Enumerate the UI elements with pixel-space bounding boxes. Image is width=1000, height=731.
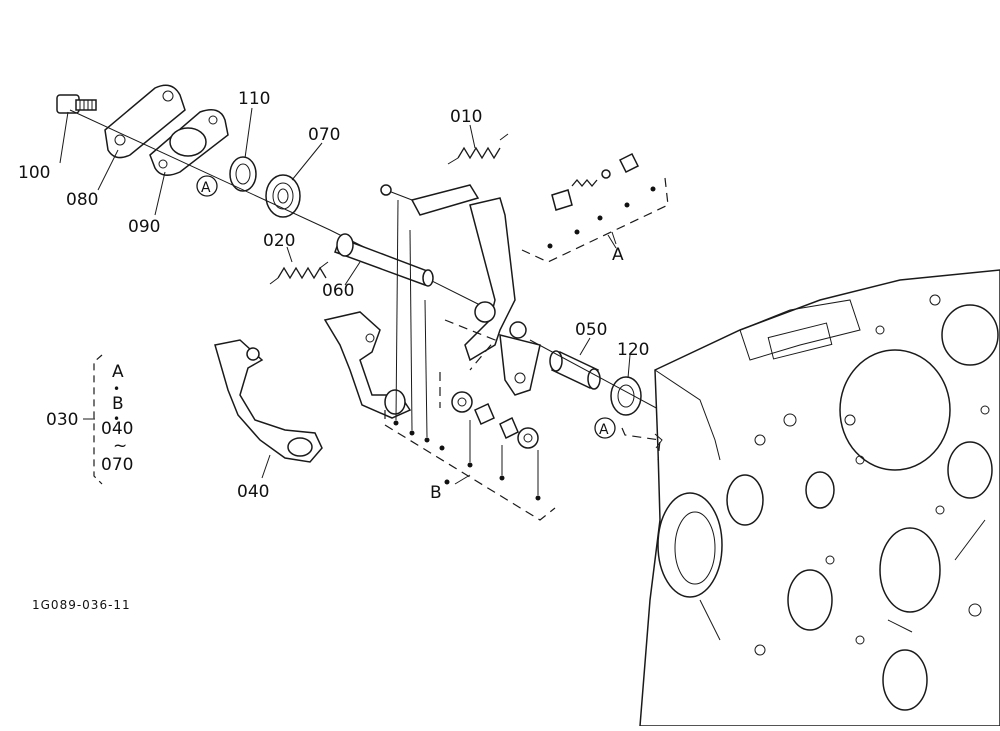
pointer-lines xyxy=(395,199,539,495)
group-line-040: 040 xyxy=(101,419,133,439)
callout-020: 020 xyxy=(263,231,295,251)
group-number: 030 xyxy=(46,410,78,430)
bearing-070 xyxy=(265,174,301,218)
pin-050 xyxy=(549,350,601,390)
callout-090: 090 xyxy=(128,217,160,237)
small-parts-b xyxy=(451,391,539,449)
spring-010 xyxy=(447,133,509,165)
group-tilde: ~ xyxy=(113,436,127,456)
bearing-120 xyxy=(610,376,642,416)
engine-crankcase xyxy=(639,269,1000,727)
callout-100: 100 xyxy=(18,163,50,183)
bolt-100 xyxy=(56,94,97,114)
ref-marker-a-upper: A xyxy=(196,175,218,197)
callout-040: 040 xyxy=(237,482,269,502)
callout-060: 060 xyxy=(322,281,354,301)
gasket-080 xyxy=(104,84,186,159)
bracket-dots xyxy=(393,186,656,501)
ref-letter-a: A xyxy=(612,245,624,265)
assembly-group-030: 030 A • B • 040 ~ 070 xyxy=(46,354,133,485)
callout-110: 110 xyxy=(238,89,270,109)
governor-fork-bracket xyxy=(323,311,412,419)
callout-080: 080 xyxy=(66,190,98,210)
figure-code: 1G089-036-11 xyxy=(32,598,131,612)
bracket-b-lower xyxy=(384,410,556,521)
svg-text:A: A xyxy=(201,180,211,196)
callout-120: 120 xyxy=(617,340,649,360)
group-sep-1: • xyxy=(113,382,120,396)
spring-020 xyxy=(269,261,329,285)
collar-110 xyxy=(229,156,257,192)
adjuster-screw-stack xyxy=(551,152,640,211)
fork-lever-040 xyxy=(214,339,323,463)
governor-lever-upper xyxy=(380,184,541,396)
callout-070: 070 xyxy=(308,125,340,145)
ref-marker-a-lower: A xyxy=(594,417,616,439)
leader-lines xyxy=(59,107,631,485)
plate-090 xyxy=(149,109,229,176)
bracket-a-crankcase xyxy=(621,427,661,461)
ref-letter-b: B xyxy=(430,483,442,503)
group-line-b: B xyxy=(112,394,124,414)
group-sep-2: • xyxy=(113,412,120,426)
svg-text:A: A xyxy=(599,422,609,438)
shaft-060 xyxy=(334,233,434,287)
group-line-a: A xyxy=(112,362,124,382)
group-line-070: 070 xyxy=(101,455,133,475)
callout-010: 010 xyxy=(450,107,482,127)
bracket-a-upper xyxy=(521,177,669,263)
callout-050: 050 xyxy=(575,320,607,340)
